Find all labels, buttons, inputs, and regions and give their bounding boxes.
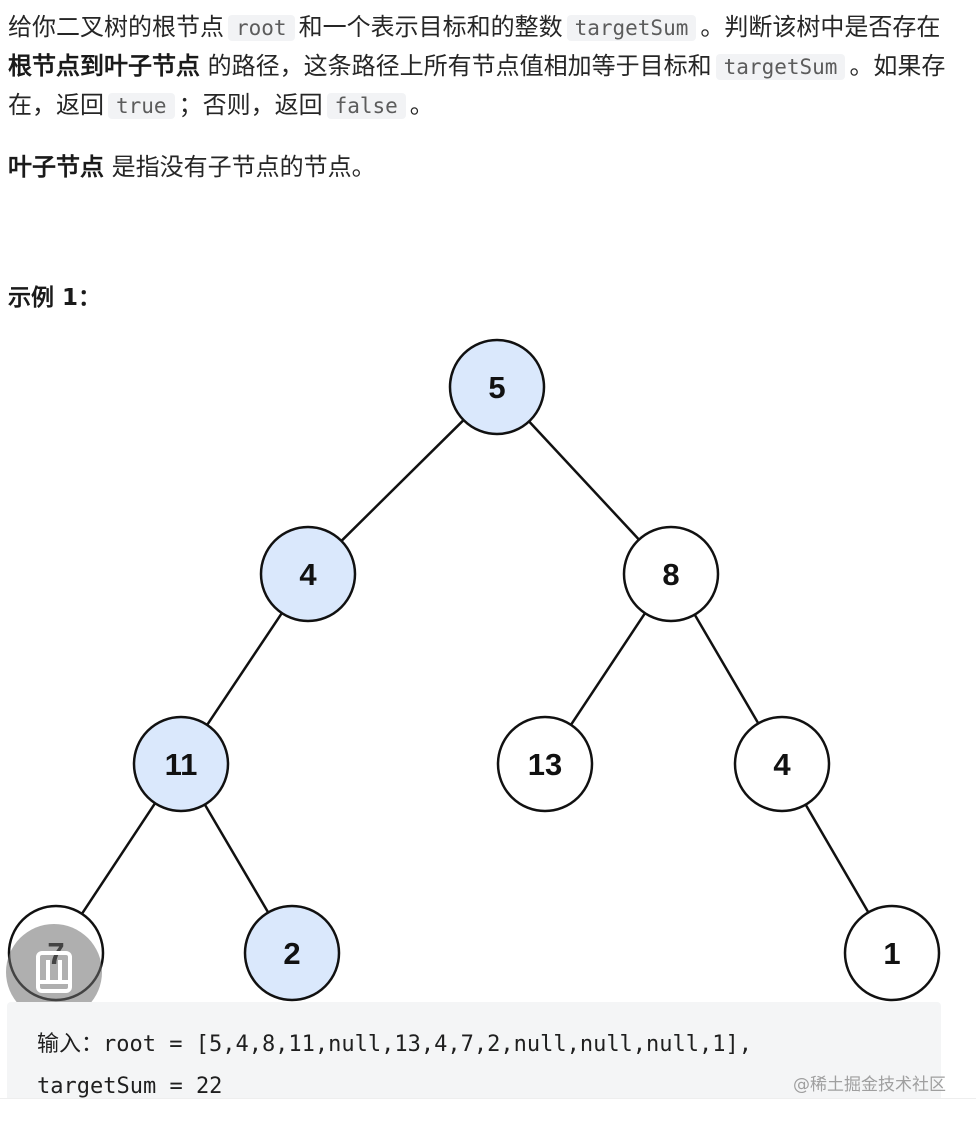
tree-node-n13: 13	[496, 715, 594, 813]
tree-node-circle	[243, 904, 341, 1002]
text: 给你二叉树的根节点	[8, 13, 224, 41]
tree-node-label: 4	[773, 747, 791, 782]
tree-node-circle	[448, 338, 546, 436]
tree-node-label: 13	[528, 747, 562, 782]
tree-edge-n5-n8	[528, 420, 640, 541]
tree-edge-n5-n4	[340, 419, 465, 542]
text: 。如果存在，返回	[8, 52, 946, 119]
tree-edge-n11-n7	[80, 802, 157, 915]
bold-leaf-node: 叶子节点	[8, 153, 104, 181]
tree-node-n2: 2	[243, 904, 341, 1002]
example-title: 示例 1：	[8, 285, 102, 311]
tree-node-circle	[843, 904, 941, 1002]
tree-node-n1: 1	[843, 904, 941, 1002]
bookmark-icon	[36, 951, 72, 993]
code-targetsum-2: targetSum	[715, 54, 846, 80]
text: 是指没有子节点的节点。	[111, 153, 376, 181]
tree-edge-n8-n13	[569, 612, 647, 726]
text: 。判断该树中是否存在	[700, 13, 941, 41]
tree-node-n4: 4	[259, 525, 357, 623]
tree-edge-n4-n11	[206, 612, 283, 726]
text: 的路径，这条路径上所有节点值相加等于目标和	[207, 52, 712, 80]
input-line-1: 输入：root = [5,4,8,11,null,13,4,7,2,null,n…	[37, 1032, 753, 1057]
tree-node-n11: 11	[132, 715, 230, 813]
tree-node-circle	[132, 715, 230, 813]
binary-tree-diagram: 54811134721	[7, 338, 941, 1002]
text: 和一个表示目标和的整数	[298, 13, 563, 41]
tree-node-label: 4	[299, 557, 317, 592]
watermark: @稀土掘金技术社区	[793, 1075, 946, 1095]
code-root: root	[228, 15, 295, 41]
tree-node-label: 2	[283, 936, 300, 971]
tree-node-n4b: 4	[733, 715, 831, 813]
bottom-bar	[0, 1098, 976, 1122]
code-targetsum: targetSum	[566, 15, 697, 41]
tree-node-label: 8	[662, 557, 679, 592]
text: 。	[409, 91, 434, 119]
tree-node-circle	[622, 525, 720, 623]
leaf-definition: 叶子节点 是指没有子节点的节点。	[8, 148, 968, 186]
text: ；否则，返回	[178, 91, 323, 119]
code-true: true	[108, 93, 175, 119]
tree-node-label: 1	[883, 936, 900, 971]
tree-node-n8: 8	[622, 525, 720, 623]
code-false: false	[326, 93, 406, 119]
tree-edge-n4b-n1	[804, 803, 870, 914]
tree-node-circle	[259, 525, 357, 623]
tree-edge-n11-n2	[203, 803, 270, 914]
bold-root-to-leaf: 根节点到叶子节点	[8, 52, 200, 80]
tree-node-n5: 5	[448, 338, 546, 436]
tree-edge-n8-n4b	[693, 613, 760, 725]
tree-node-label: 5	[488, 370, 505, 405]
tree-node-circle	[496, 715, 594, 813]
tree-node-circle	[733, 715, 831, 813]
tree-node-label: 11	[165, 747, 198, 782]
input-line-2: targetSum = 22	[37, 1074, 223, 1099]
